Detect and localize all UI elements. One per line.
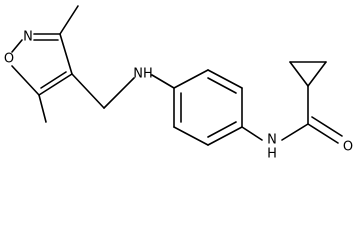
amine-nitrogen-label: NH (133, 67, 153, 82)
bond-o-n (11, 39, 23, 53)
benzene-bond-1 (173, 69, 209, 89)
benzene-double-2 (207, 121, 237, 138)
isoxazole-ring (11, 33, 73, 96)
bond-ring-amide-n (241, 126, 263, 141)
benzene-double-1 (207, 77, 237, 94)
bond-amide-n-c (281, 123, 309, 141)
cyclopropane-bond-3 (307, 61, 327, 87)
cyclopropane-bond-1 (289, 61, 309, 87)
ring-nitrogen-label: N (23, 30, 33, 45)
bond-c4-ch2 (71, 73, 105, 109)
amide-hydrogen-label: H (267, 147, 277, 162)
carbonyl-oxygen-label: O (343, 140, 353, 155)
benzene-bond-5 (173, 126, 209, 146)
bond-carbonyl (307, 123, 339, 144)
bond-nh-ring (151, 74, 175, 89)
bond-carbonyl-double (311, 116, 343, 137)
chemical-structure: N O NH N H O (4, 5, 353, 162)
bond-c4-c5 (38, 73, 73, 96)
methyl-bond-c5 (38, 94, 47, 123)
benzene-bond-4 (207, 126, 243, 146)
benzene-ring (173, 69, 243, 146)
bond-c3-c4 (59, 33, 73, 75)
benzene-bond-2 (207, 69, 243, 89)
bond-ch2-nh (103, 77, 135, 109)
methyl-bond-c3 (59, 5, 79, 35)
amide-nitrogen-label: N (267, 133, 277, 148)
bond-c4-c5-double (40, 71, 67, 89)
ring-oxygen-label: O (4, 52, 14, 67)
cyclopropane-ring (289, 61, 327, 87)
bond-c5-o (11, 65, 40, 96)
